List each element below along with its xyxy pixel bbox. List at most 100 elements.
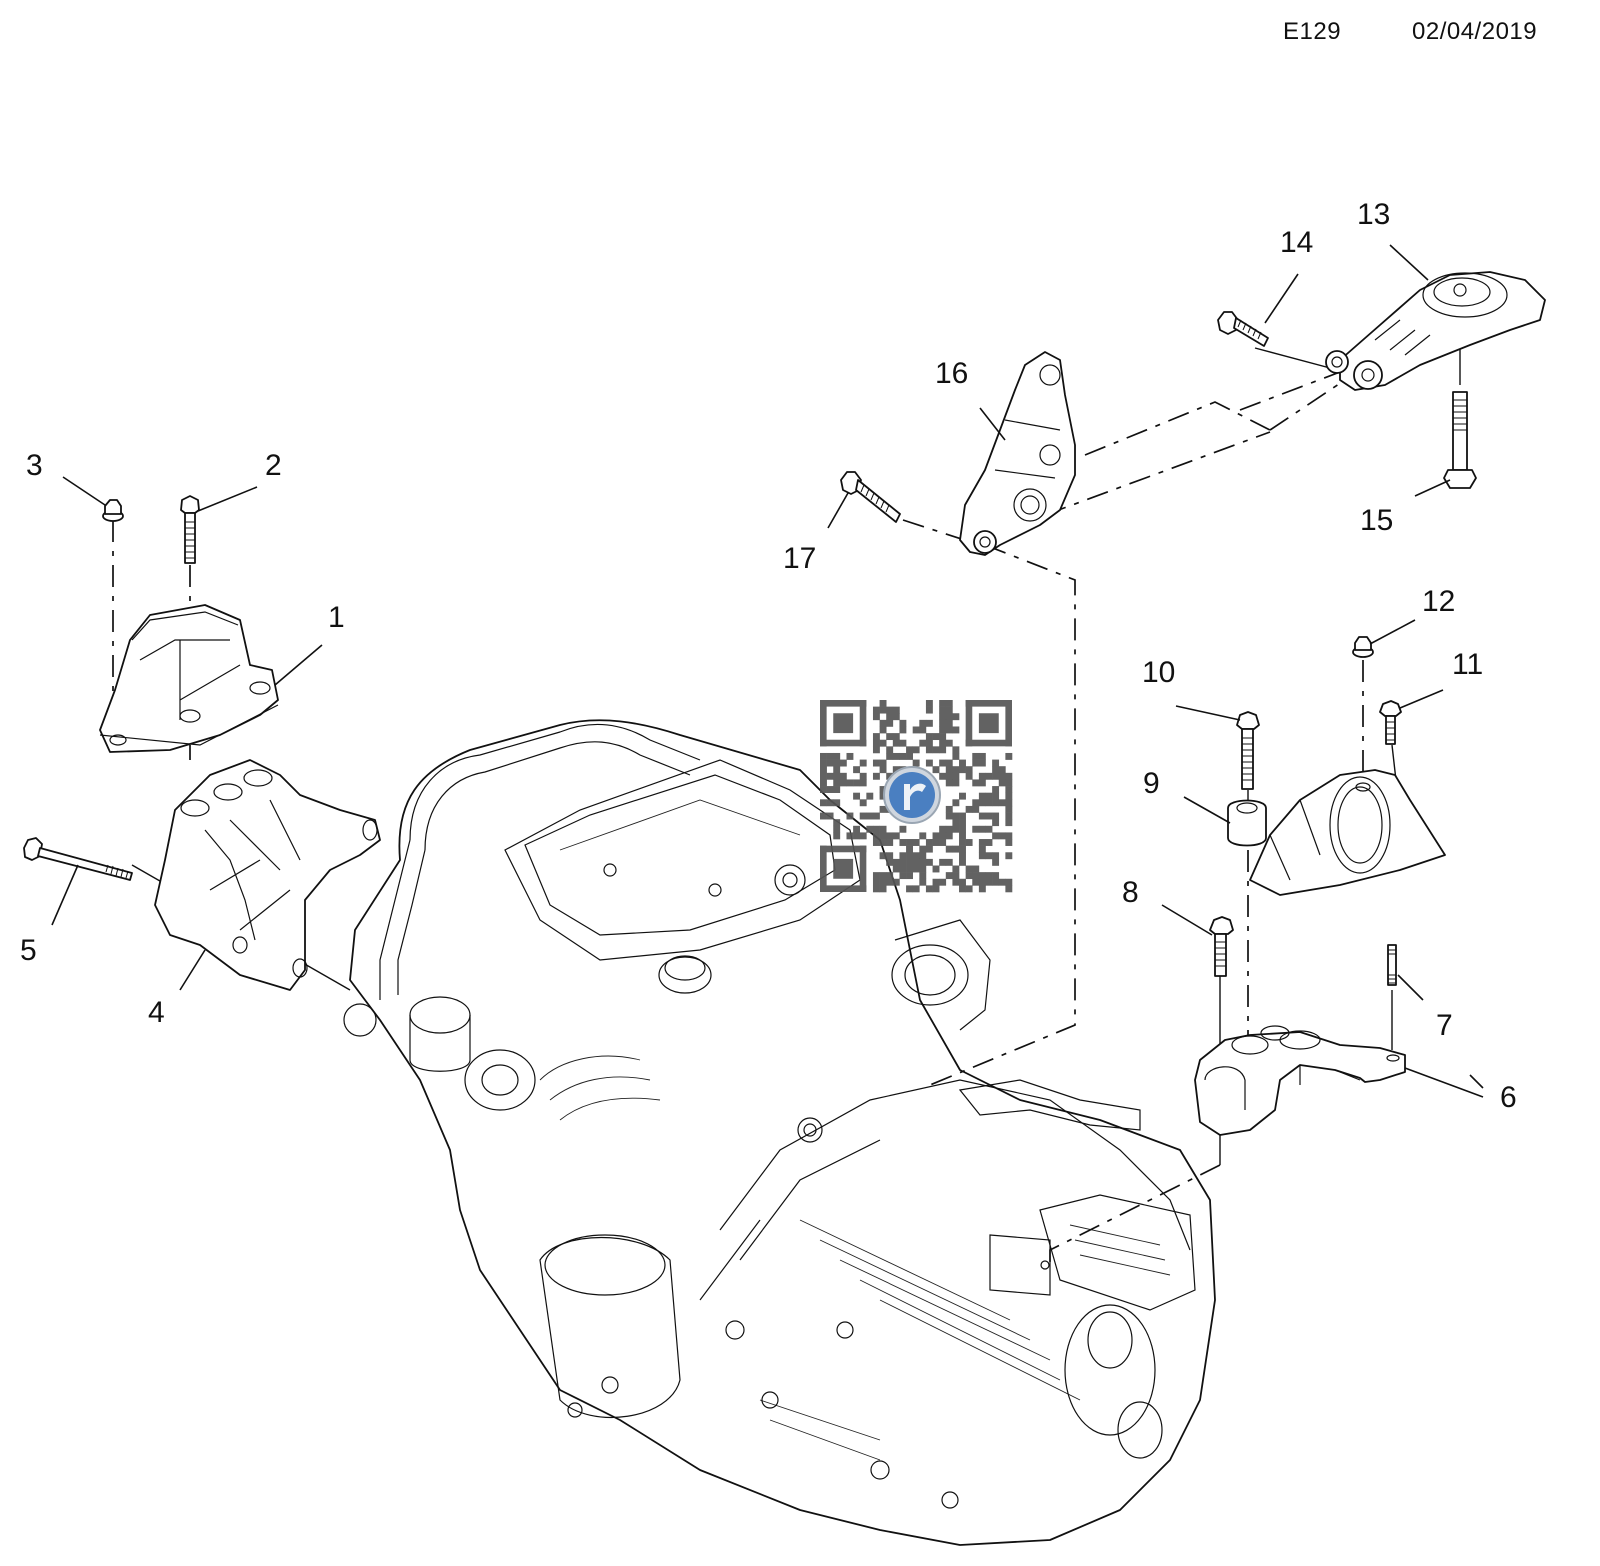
part-7-stud[interactable] <box>1387 944 1397 986</box>
leader-7 <box>1397 974 1424 1001</box>
qr-module <box>992 852 1000 860</box>
qr-module <box>939 706 947 714</box>
qr-module <box>879 832 887 840</box>
qr-module <box>945 832 953 840</box>
qr-module <box>945 858 953 866</box>
qr-module <box>932 832 940 840</box>
qr-module <box>1005 792 1013 800</box>
part-15-bolt[interactable] <box>1443 391 1477 489</box>
qr-module <box>866 792 874 800</box>
qr-module <box>906 746 913 754</box>
part-10-bolt[interactable] <box>1236 711 1260 790</box>
qr-module <box>945 845 953 853</box>
qr-module <box>925 858 933 866</box>
qr-module <box>978 839 986 846</box>
qr-module <box>985 792 993 800</box>
qr-module <box>912 865 920 873</box>
part-17-bolt[interactable] <box>840 471 901 523</box>
part-9-transmission-mount[interactable] <box>1227 769 1446 896</box>
part-1-engine-mount[interactable] <box>99 604 279 753</box>
part-11-bolt[interactable] <box>1379 700 1402 745</box>
qr-module <box>919 845 927 853</box>
callout-6: 6 <box>1500 1081 1517 1114</box>
qr-module <box>846 752 854 760</box>
qr-module <box>892 739 900 747</box>
qr-module <box>932 733 940 741</box>
leader-15 <box>1414 479 1451 497</box>
callout-1: 1 <box>328 601 345 634</box>
qr-module <box>886 733 894 741</box>
qr-module <box>978 852 986 860</box>
qr-module <box>906 752 913 760</box>
part-4-engine-mount-bracket[interactable] <box>154 759 381 991</box>
qr-module <box>872 759 880 767</box>
qr-module <box>952 878 960 886</box>
callout-2: 2 <box>265 449 282 482</box>
qr-module <box>945 726 953 734</box>
qr-module <box>1005 772 1013 780</box>
part-12-nut[interactable] <box>1352 636 1374 658</box>
qr-module <box>820 779 827 787</box>
qr-finder <box>820 739 867 747</box>
part-8-bolt[interactable] <box>1209 916 1234 977</box>
part-16-rear-bracket[interactable] <box>959 351 1076 556</box>
qr-module <box>886 839 894 846</box>
qr-module <box>833 819 841 827</box>
qr-module <box>899 858 907 866</box>
qr-module <box>925 719 933 727</box>
qr-module <box>945 759 953 767</box>
qr-module <box>833 766 841 774</box>
leader-11 <box>1399 689 1444 709</box>
qr-finder <box>820 845 827 892</box>
qr-module <box>972 872 980 880</box>
qr-module <box>925 739 933 747</box>
callout-labels: 3 2 1 5 4 17 16 14 13 15 10 9 12 11 8 7 … <box>20 198 1517 1114</box>
part-14-bolt[interactable] <box>1217 311 1269 347</box>
qr-module <box>879 739 887 747</box>
part-13-torque-rod[interactable] <box>1325 271 1546 391</box>
qr-module <box>959 819 966 827</box>
qr-module <box>879 766 887 774</box>
qr-module <box>1005 812 1013 820</box>
qr-module <box>820 786 827 793</box>
qr-module <box>978 885 986 893</box>
qr-module <box>1005 819 1013 827</box>
qr-module <box>859 779 867 787</box>
qr-module <box>839 772 847 780</box>
qr-module <box>985 812 993 820</box>
qr-module <box>952 865 960 873</box>
qr-module <box>932 885 940 893</box>
qr-module <box>839 759 847 767</box>
qr-module <box>1005 786 1013 793</box>
qr-module <box>859 799 867 807</box>
qr-module <box>906 852 913 860</box>
qr-module <box>853 766 861 774</box>
part-6-transmission-bracket[interactable] <box>1194 1025 1406 1136</box>
qr-finder <box>859 845 867 892</box>
callout-15: 15 <box>1360 504 1393 537</box>
qr-module <box>866 812 874 820</box>
qr-module <box>985 872 993 880</box>
qr-module <box>998 832 1006 840</box>
qr-module <box>925 885 933 893</box>
qr-finder <box>1005 700 1012 747</box>
callout-17: 17 <box>783 542 816 575</box>
qr-module <box>859 812 867 820</box>
qr-module <box>945 766 953 774</box>
part-2-bolt[interactable] <box>180 495 200 564</box>
qr-module <box>998 799 1006 807</box>
qr-module <box>992 792 1000 800</box>
qr-module <box>919 865 927 873</box>
qr-module <box>939 700 947 707</box>
leader-6b <box>1469 1074 1484 1089</box>
part-3-nut[interactable] <box>102 499 124 522</box>
qr-module <box>939 739 947 747</box>
qr-module <box>919 719 927 727</box>
qr-module <box>872 812 880 820</box>
qr-module <box>879 759 887 767</box>
qr-module <box>945 719 953 727</box>
qr-module <box>912 858 920 866</box>
leader-16 <box>979 407 1006 441</box>
part-5-long-bolt[interactable] <box>23 837 133 881</box>
leader-9 <box>1183 796 1231 824</box>
